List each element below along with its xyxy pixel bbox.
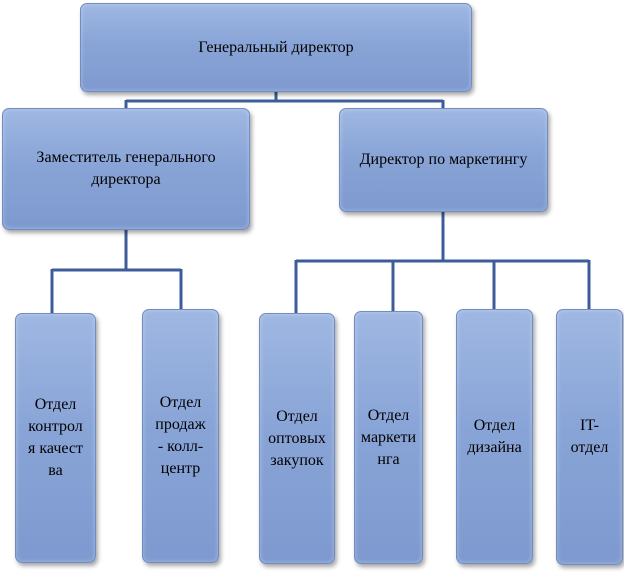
marketing-dept-line: нга	[377, 450, 400, 468]
it-line: отдел	[570, 439, 609, 456]
node-deputy-director-label: Заместитель генерального директора	[36, 149, 216, 188]
quality-line: Отдел	[34, 396, 77, 413]
node-general-director-label: Генеральный директор	[198, 38, 354, 56]
quality-line: контрол	[28, 418, 83, 435]
node-design-dept: Отдел дизайна	[456, 309, 533, 564]
node-wholesale-dept-label: Отдел оптовых закупок	[268, 406, 326, 472]
node-marketing-director-label: Директор по маркетингу	[359, 151, 528, 168]
node-general-director: Генеральный директор	[80, 3, 472, 92]
node-quality-dept-label: Отдел контрол я качест ва	[28, 394, 83, 482]
node-sales-dept: Отдел продаж - колл- центр	[142, 309, 219, 563]
marketing-dept-line: маркети	[360, 428, 417, 446]
node-it-dept: IT- отдел	[556, 309, 623, 565]
quality-line: ва	[48, 462, 63, 479]
wholesale-line: закупок	[270, 451, 324, 469]
design-line: Отдел	[473, 416, 516, 434]
wholesale-line: Отдел	[276, 407, 318, 425]
marketing-dept-line: Отдел	[367, 406, 410, 424]
node-marketing-dept-label: Отдел маркети нга	[361, 405, 416, 471]
sales-line: Отдел	[159, 394, 202, 411]
node-sales-dept-label: Отдел продаж - колл- центр	[155, 392, 205, 480]
node-quality-dept: Отдел контрол я качест ва	[15, 313, 96, 563]
quality-line: я качест	[28, 440, 83, 457]
node-deputy-director: Заместитель генерального директора	[2, 108, 250, 230]
node-marketing-dept: Отдел маркети нга	[354, 311, 423, 564]
wholesale-line: оптовых	[268, 429, 326, 447]
node-marketing-director: Директор по маркетингу	[339, 108, 548, 212]
node-it-dept-label: IT- отдел	[571, 415, 609, 459]
sales-line: продаж	[155, 416, 206, 433]
node-design-dept-label: Отдел дизайна	[467, 415, 521, 459]
node-wholesale-dept: Отдел оптовых закупок	[259, 313, 335, 564]
design-line: дизайна	[467, 438, 522, 456]
it-line: IT-	[580, 417, 599, 434]
sales-line: центр	[160, 460, 201, 477]
sales-line: - колл-	[157, 438, 204, 455]
